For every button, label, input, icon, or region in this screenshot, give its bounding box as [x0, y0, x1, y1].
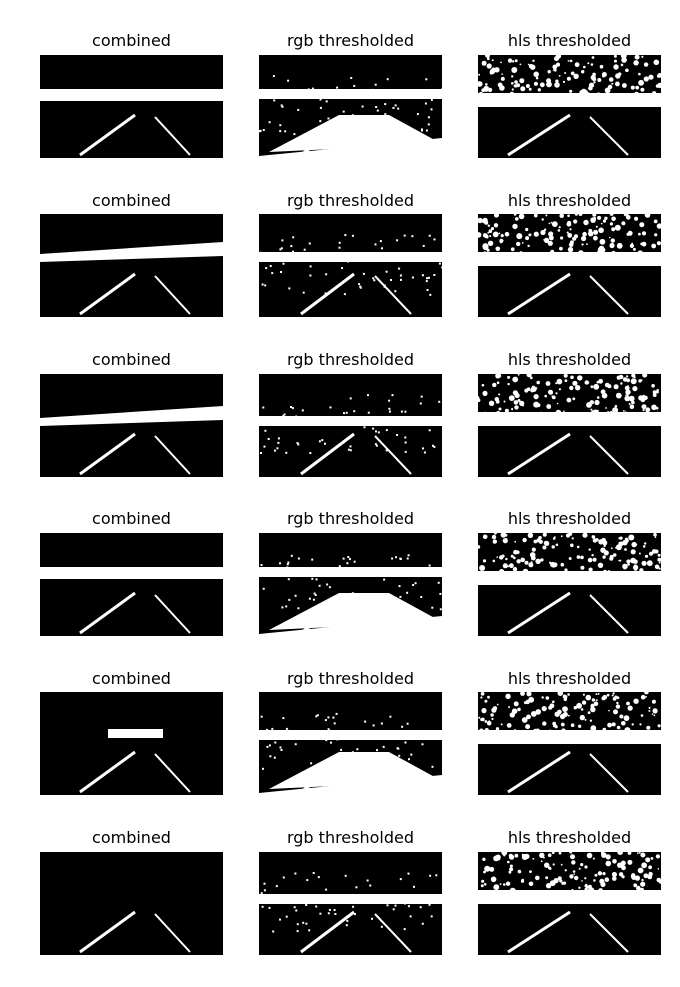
- panel-title-combined: combined: [92, 31, 171, 50]
- rgb-thresholded-image: [259, 374, 442, 477]
- hls-thresholded-image: [478, 374, 661, 477]
- rgb-thresholded-image: [259, 692, 442, 795]
- rgb-thresholded-binary-image: [259, 55, 442, 158]
- panel-title-rgb-thresholded: rgb thresholded: [286, 828, 415, 847]
- hls-thresholded-image: [478, 214, 661, 317]
- panel-title-hls-thresholded: hls thresholded: [507, 31, 632, 50]
- panel-title-rgb-thresholded: rgb thresholded: [286, 509, 415, 528]
- rgb-thresholded-image: [259, 533, 442, 636]
- rgb-thresholded-binary-image: [259, 533, 442, 636]
- hls-thresholded-binary-image: [478, 533, 661, 636]
- rgb-thresholded-image: [259, 852, 442, 955]
- combined-binary-image: [40, 692, 223, 795]
- hls-thresholded-image: [478, 533, 661, 636]
- combined-binary-image: [40, 533, 223, 636]
- panel-title-combined: combined: [92, 509, 171, 528]
- rgb-thresholded-image: [259, 214, 442, 317]
- combined-binary-image: [40, 852, 223, 955]
- rgb-thresholded-binary-image: [259, 692, 442, 795]
- panel-title-hls-thresholded: hls thresholded: [507, 669, 632, 688]
- hls-thresholded-binary-image: [478, 692, 661, 795]
- panel-title-hls-thresholded: hls thresholded: [507, 350, 632, 369]
- panel-title-combined: combined: [92, 350, 171, 369]
- panel-title-rgb-thresholded: rgb thresholded: [286, 350, 415, 369]
- hls-thresholded-binary-image: [478, 374, 661, 477]
- rgb-thresholded-binary-image: [259, 852, 442, 955]
- panel-title-hls-thresholded: hls thresholded: [507, 191, 632, 210]
- combined-image: [40, 533, 223, 636]
- hls-thresholded-image: [478, 852, 661, 955]
- combined-binary-image: [40, 214, 223, 317]
- hls-thresholded-binary-image: [478, 214, 661, 317]
- hls-thresholded-image: [478, 692, 661, 795]
- hls-thresholded-binary-image: [478, 852, 661, 955]
- combined-image: [40, 374, 223, 477]
- combined-image: [40, 852, 223, 955]
- panel-title-rgb-thresholded: rgb thresholded: [286, 31, 415, 50]
- combined-image: [40, 692, 223, 795]
- combined-image: [40, 55, 223, 158]
- panel-title-rgb-thresholded: rgb thresholded: [286, 191, 415, 210]
- panel-title-combined: combined: [92, 669, 171, 688]
- panel-title-combined: combined: [92, 828, 171, 847]
- rgb-thresholded-binary-image: [259, 214, 442, 317]
- combined-image: [40, 214, 223, 317]
- panel-title-hls-thresholded: hls thresholded: [507, 509, 632, 528]
- hls-thresholded-binary-image: [478, 55, 661, 158]
- panel-title-rgb-thresholded: rgb thresholded: [286, 669, 415, 688]
- panel-title-combined: combined: [92, 191, 171, 210]
- panel-title-hls-thresholded: hls thresholded: [507, 828, 632, 847]
- combined-binary-image: [40, 374, 223, 477]
- hls-thresholded-image: [478, 55, 661, 158]
- combined-binary-image: [40, 55, 223, 158]
- rgb-thresholded-image: [259, 55, 442, 158]
- rgb-thresholded-binary-image: [259, 374, 442, 477]
